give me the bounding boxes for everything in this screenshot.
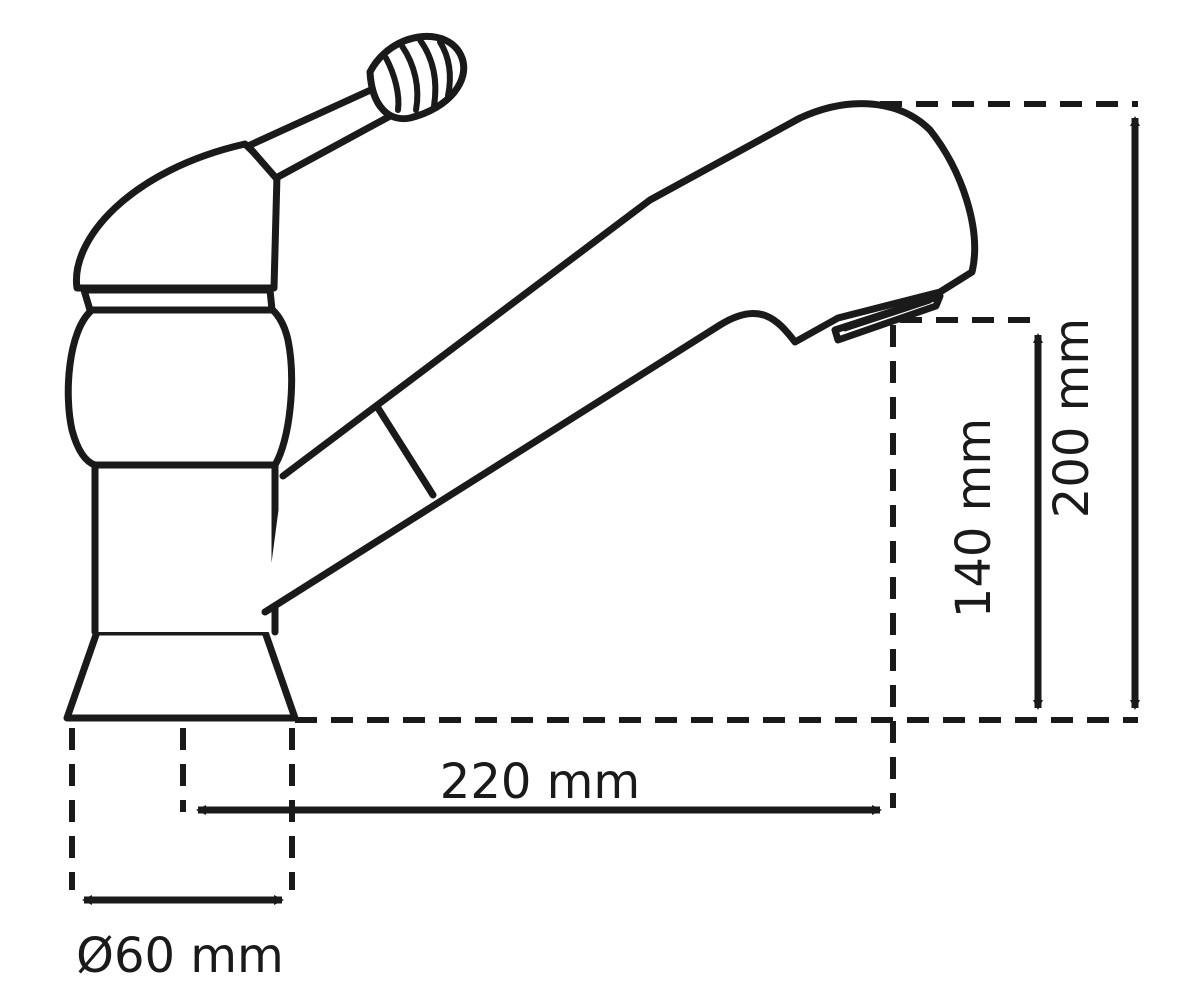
faucet-bulb [64,304,296,469]
base-diameter-label: Ø60 mm [76,928,284,984]
lever-stem [244,84,396,182]
cap-ring [80,286,276,314]
faucet-column [91,461,279,636]
reach-label: 220 mm [440,754,640,810]
faucet-outline [63,32,979,722]
faucet-cap [72,140,281,292]
spout-collar [374,404,437,499]
height-total-label: 200 mm [1044,318,1100,518]
faucet-spout [261,100,979,616]
lever-knob-grips [383,37,453,113]
faucet-base [63,628,299,722]
dimension-arrows [82,116,1140,905]
height-outlet-label: 140 mm [946,418,1002,618]
